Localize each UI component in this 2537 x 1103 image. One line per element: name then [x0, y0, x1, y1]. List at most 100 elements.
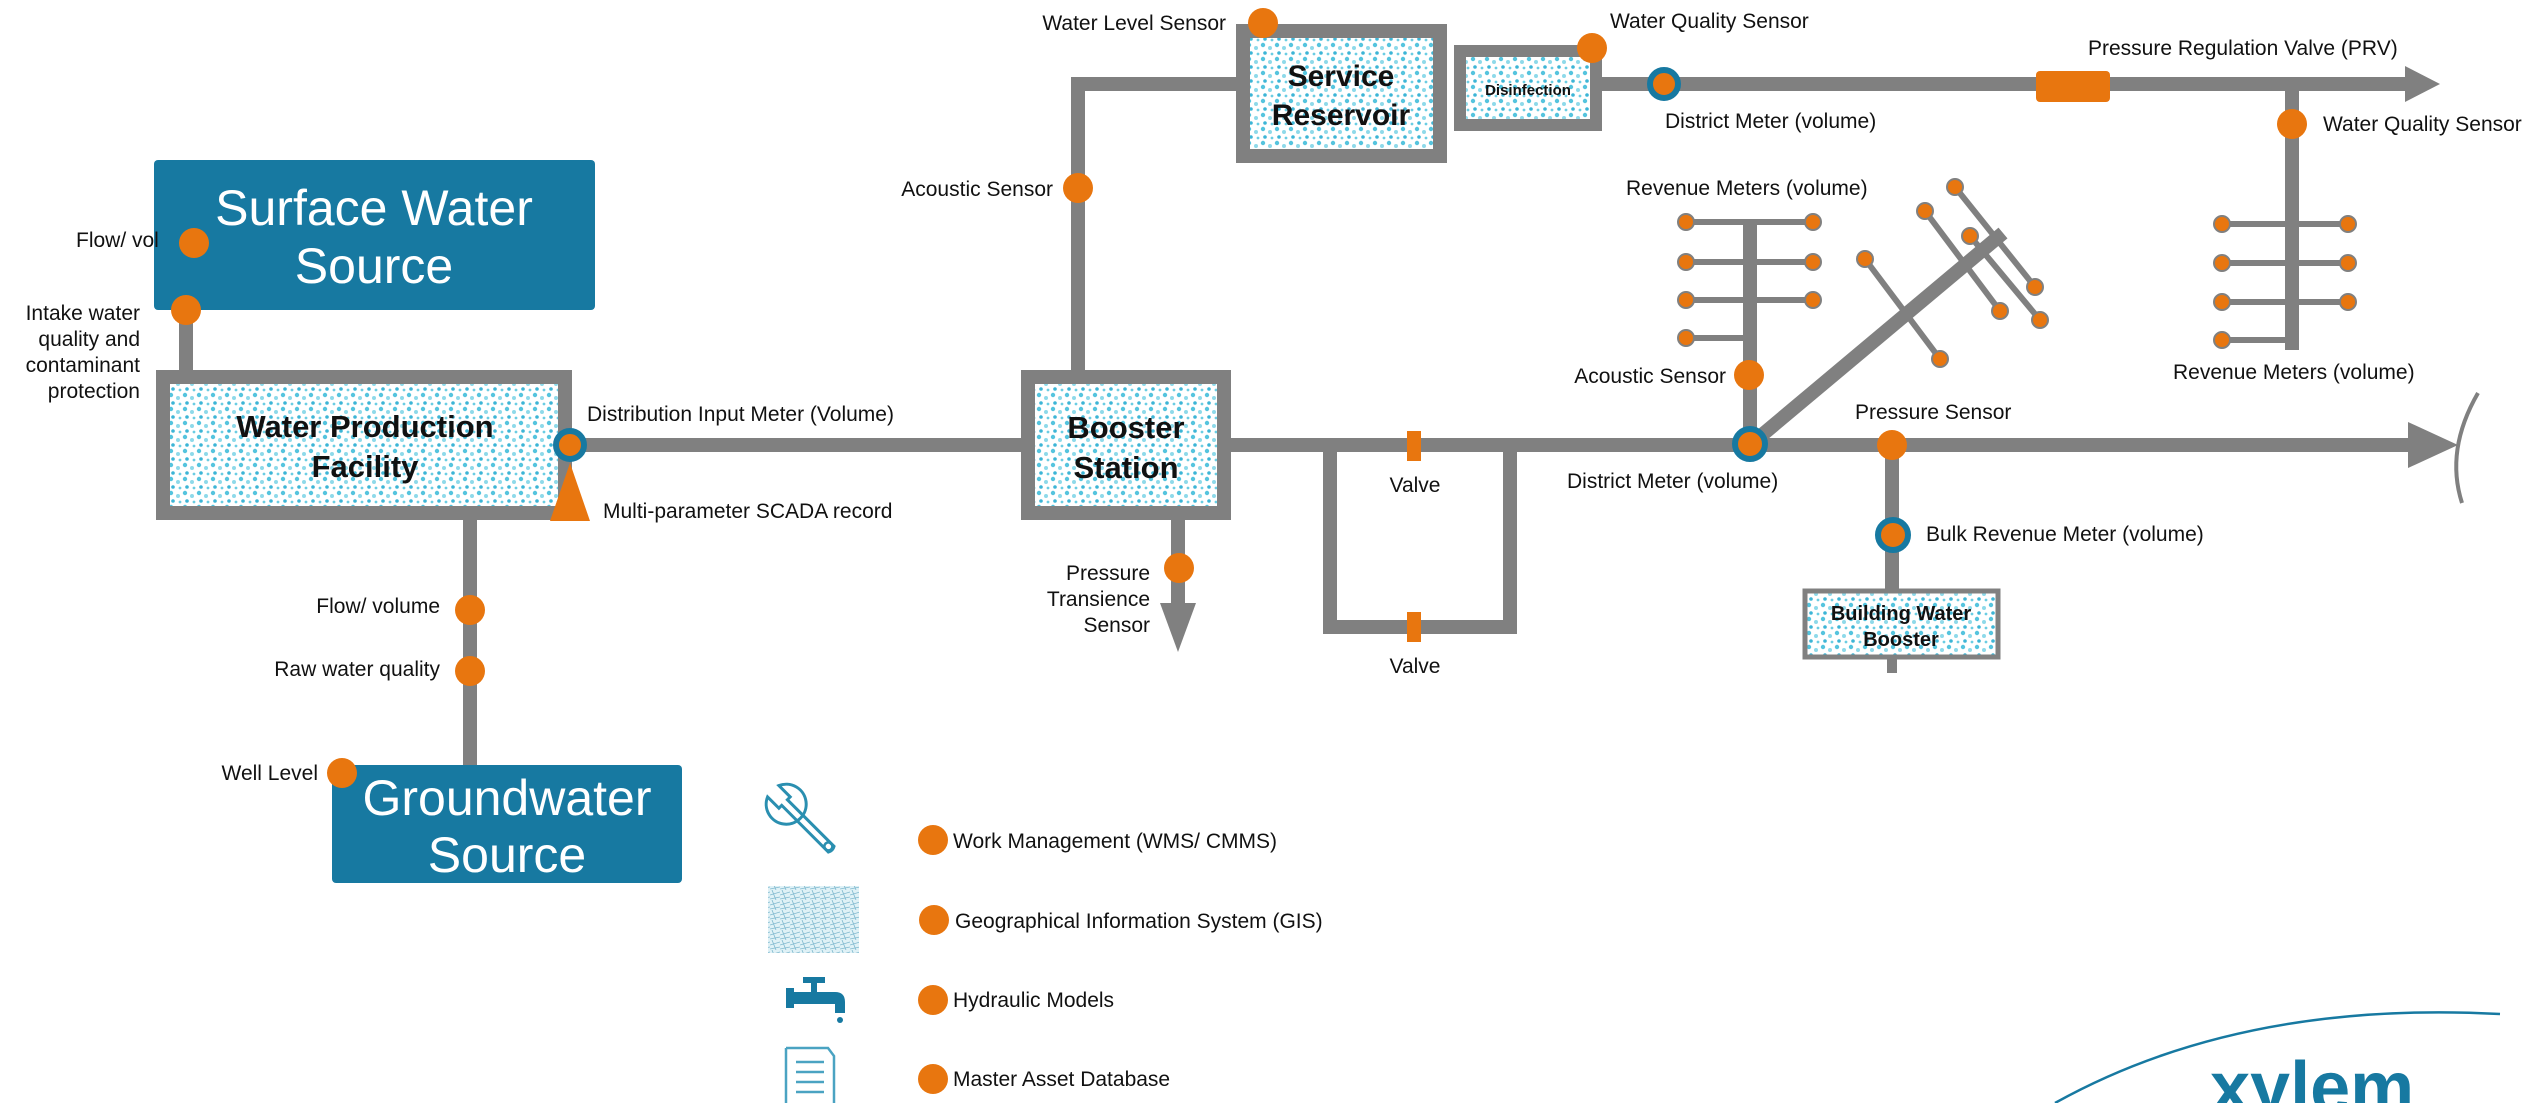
prv-marker [2036, 71, 2110, 102]
label-intake-3: contaminant [26, 354, 141, 377]
valves [1407, 71, 2110, 642]
label-district-meter-mid: District Meter (volume) [1567, 470, 1778, 493]
legend-dot-1 [918, 825, 948, 855]
faucet-icon [786, 977, 845, 1023]
booster-title-line1: Booster [1067, 410, 1184, 445]
legend: Work Management (WMS/ CMMS) Geographical… [764, 782, 1323, 1103]
label-acoustic-sensor-top: Acoustic Sensor [901, 178, 1053, 201]
pipe-revenue-diagonal [1745, 227, 2008, 451]
labels: Flow/ vol Intake water quality and conta… [26, 10, 2522, 785]
building-booster-title-line1: Building Water [1831, 603, 1972, 625]
label-flow-vol: Flow/ vol [76, 229, 159, 252]
arrow-main-east [2408, 422, 2458, 468]
label-flow-volume: Flow/ volume [316, 595, 440, 618]
revenue-meters-diagonal [1862, 185, 2043, 361]
well-level-sensor [327, 758, 357, 788]
surface-water-title-line2: Source [295, 238, 453, 294]
service-reservoir[interactable]: Service Reservoir [1236, 24, 1447, 163]
pressure-sensor [1877, 430, 1907, 460]
district-meter-mid [1732, 426, 1768, 462]
label-raw-water-quality: Raw water quality [274, 658, 440, 681]
arrow-booster-down [1160, 603, 1196, 652]
arrow-top-east [2405, 66, 2440, 102]
wrench-icon [764, 782, 836, 854]
label-pressure-transience-1: Pressure [1066, 562, 1150, 585]
distribution-input-meter [553, 428, 587, 462]
label-distribution-input-meter: Distribution Input Meter (Volume) [587, 403, 894, 426]
revenue-meter-dots-diagonal [1856, 178, 2049, 368]
raw-water-quality-sensor [455, 656, 485, 686]
booster-title-line2: Station [1073, 450, 1178, 485]
production-title-line2: Facility [312, 449, 420, 484]
label-prv: Pressure Regulation Valve (PRV) [2088, 37, 2398, 60]
label-intake-4: protection [48, 380, 140, 403]
legend-dot-3 [918, 985, 948, 1015]
label-water-quality-sensor-right: Water Quality Sensor [2323, 113, 2522, 136]
revenue-meters-right [2222, 221, 2348, 343]
disinfection-title: Disinfection [1485, 82, 1571, 99]
bulk-revenue-meter [1875, 517, 1911, 553]
legend-label-4: Master Asset Database [953, 1068, 1170, 1091]
logo-swoosh [2054, 1011, 2501, 1103]
disinfection-unit[interactable]: Disinfection [1454, 45, 1602, 131]
production-title-line1: Water Production [236, 409, 493, 444]
label-scada: Multi-parameter SCADA record [603, 500, 892, 523]
legend-label-2: Geographical Information System (GIS) [955, 910, 1323, 933]
label-pressure-transience-3: Sensor [1083, 614, 1150, 637]
acoustic-sensor-mid [1734, 360, 1764, 390]
map-icon [768, 886, 859, 953]
revenue-meters-middle [1686, 219, 1813, 341]
surface-water-title-line1: Surface Water [215, 180, 533, 236]
intake-quality-sensor [171, 295, 201, 325]
flow-volume-sensor [455, 595, 485, 625]
flow-vol-sensor [179, 228, 209, 258]
label-pressure-sensor: Pressure Sensor [1855, 401, 2011, 424]
meters[interactable] [553, 67, 1911, 553]
reservoir-title-line2: Reservoir [1272, 99, 1411, 132]
xylem-logo: xylem [2054, 1011, 2501, 1103]
logo-wordmark: xylem [2210, 1048, 2414, 1103]
revenue-meter-dots-middle [1677, 213, 1822, 347]
water-quality-sensor-right [2277, 109, 2307, 139]
document-icon [784, 1046, 836, 1103]
valve-top-marker [1407, 431, 1421, 461]
district-meter-top [1647, 67, 1681, 101]
label-water-level-sensor: Water Level Sensor [1042, 12, 1226, 35]
label-revenue-meters-right: Revenue Meters (volume) [2173, 361, 2415, 384]
water-quality-sensor-top [1577, 33, 1607, 63]
water-level-sensor [1248, 8, 1278, 38]
sensors[interactable] [171, 8, 2307, 788]
network-continuation-mark [2454, 391, 2480, 504]
label-revenue-meters-mid: Revenue Meters (volume) [1626, 177, 1868, 200]
label-bulk-revenue-meter: Bulk Revenue Meter (volume) [1926, 523, 2204, 546]
building-water-booster[interactable]: Building Water Booster [1802, 588, 2001, 660]
acoustic-sensor-top [1063, 173, 1093, 203]
valve-bottom-marker [1407, 612, 1421, 642]
label-district-meter-top: District Meter (volume) [1665, 110, 1876, 133]
booster-station[interactable]: Booster Station [1021, 370, 1231, 520]
flow-arrows [1160, 66, 2458, 652]
surface-water-source[interactable]: Surface Water Source [154, 160, 595, 310]
label-well-level: Well Level [222, 762, 319, 785]
legend-label-1: Work Management (WMS/ CMMS) [953, 830, 1277, 853]
pressure-transience-sensor [1164, 553, 1194, 583]
pipe-bypass-loop [1323, 445, 1517, 634]
building-booster-title-line2: Booster [1863, 629, 1939, 651]
legend-dot-2 [919, 905, 949, 935]
label-valve-bottom: Valve [1390, 655, 1441, 678]
groundwater-title-line1: Groundwater [362, 770, 651, 826]
scada-record-marker [550, 463, 590, 521]
label-intake-2: quality and [38, 328, 140, 351]
groundwater-title-line2: Source [428, 827, 586, 883]
legend-dot-4 [918, 1064, 948, 1094]
label-pressure-transience-2: Transience [1047, 588, 1150, 611]
label-intake-1: Intake water [26, 302, 140, 325]
label-acoustic-sensor-mid: Acoustic Sensor [1574, 365, 1726, 388]
groundwater-source[interactable]: Groundwater Source [332, 765, 682, 883]
revenue-meter-dots-right [2213, 215, 2357, 349]
reservoir-title-line1: Service [1288, 60, 1395, 93]
water-production-facility[interactable]: Water Production Facility [156, 370, 572, 520]
label-valve-top: Valve [1390, 474, 1441, 497]
label-water-quality-sensor-top: Water Quality Sensor [1610, 10, 1809, 33]
